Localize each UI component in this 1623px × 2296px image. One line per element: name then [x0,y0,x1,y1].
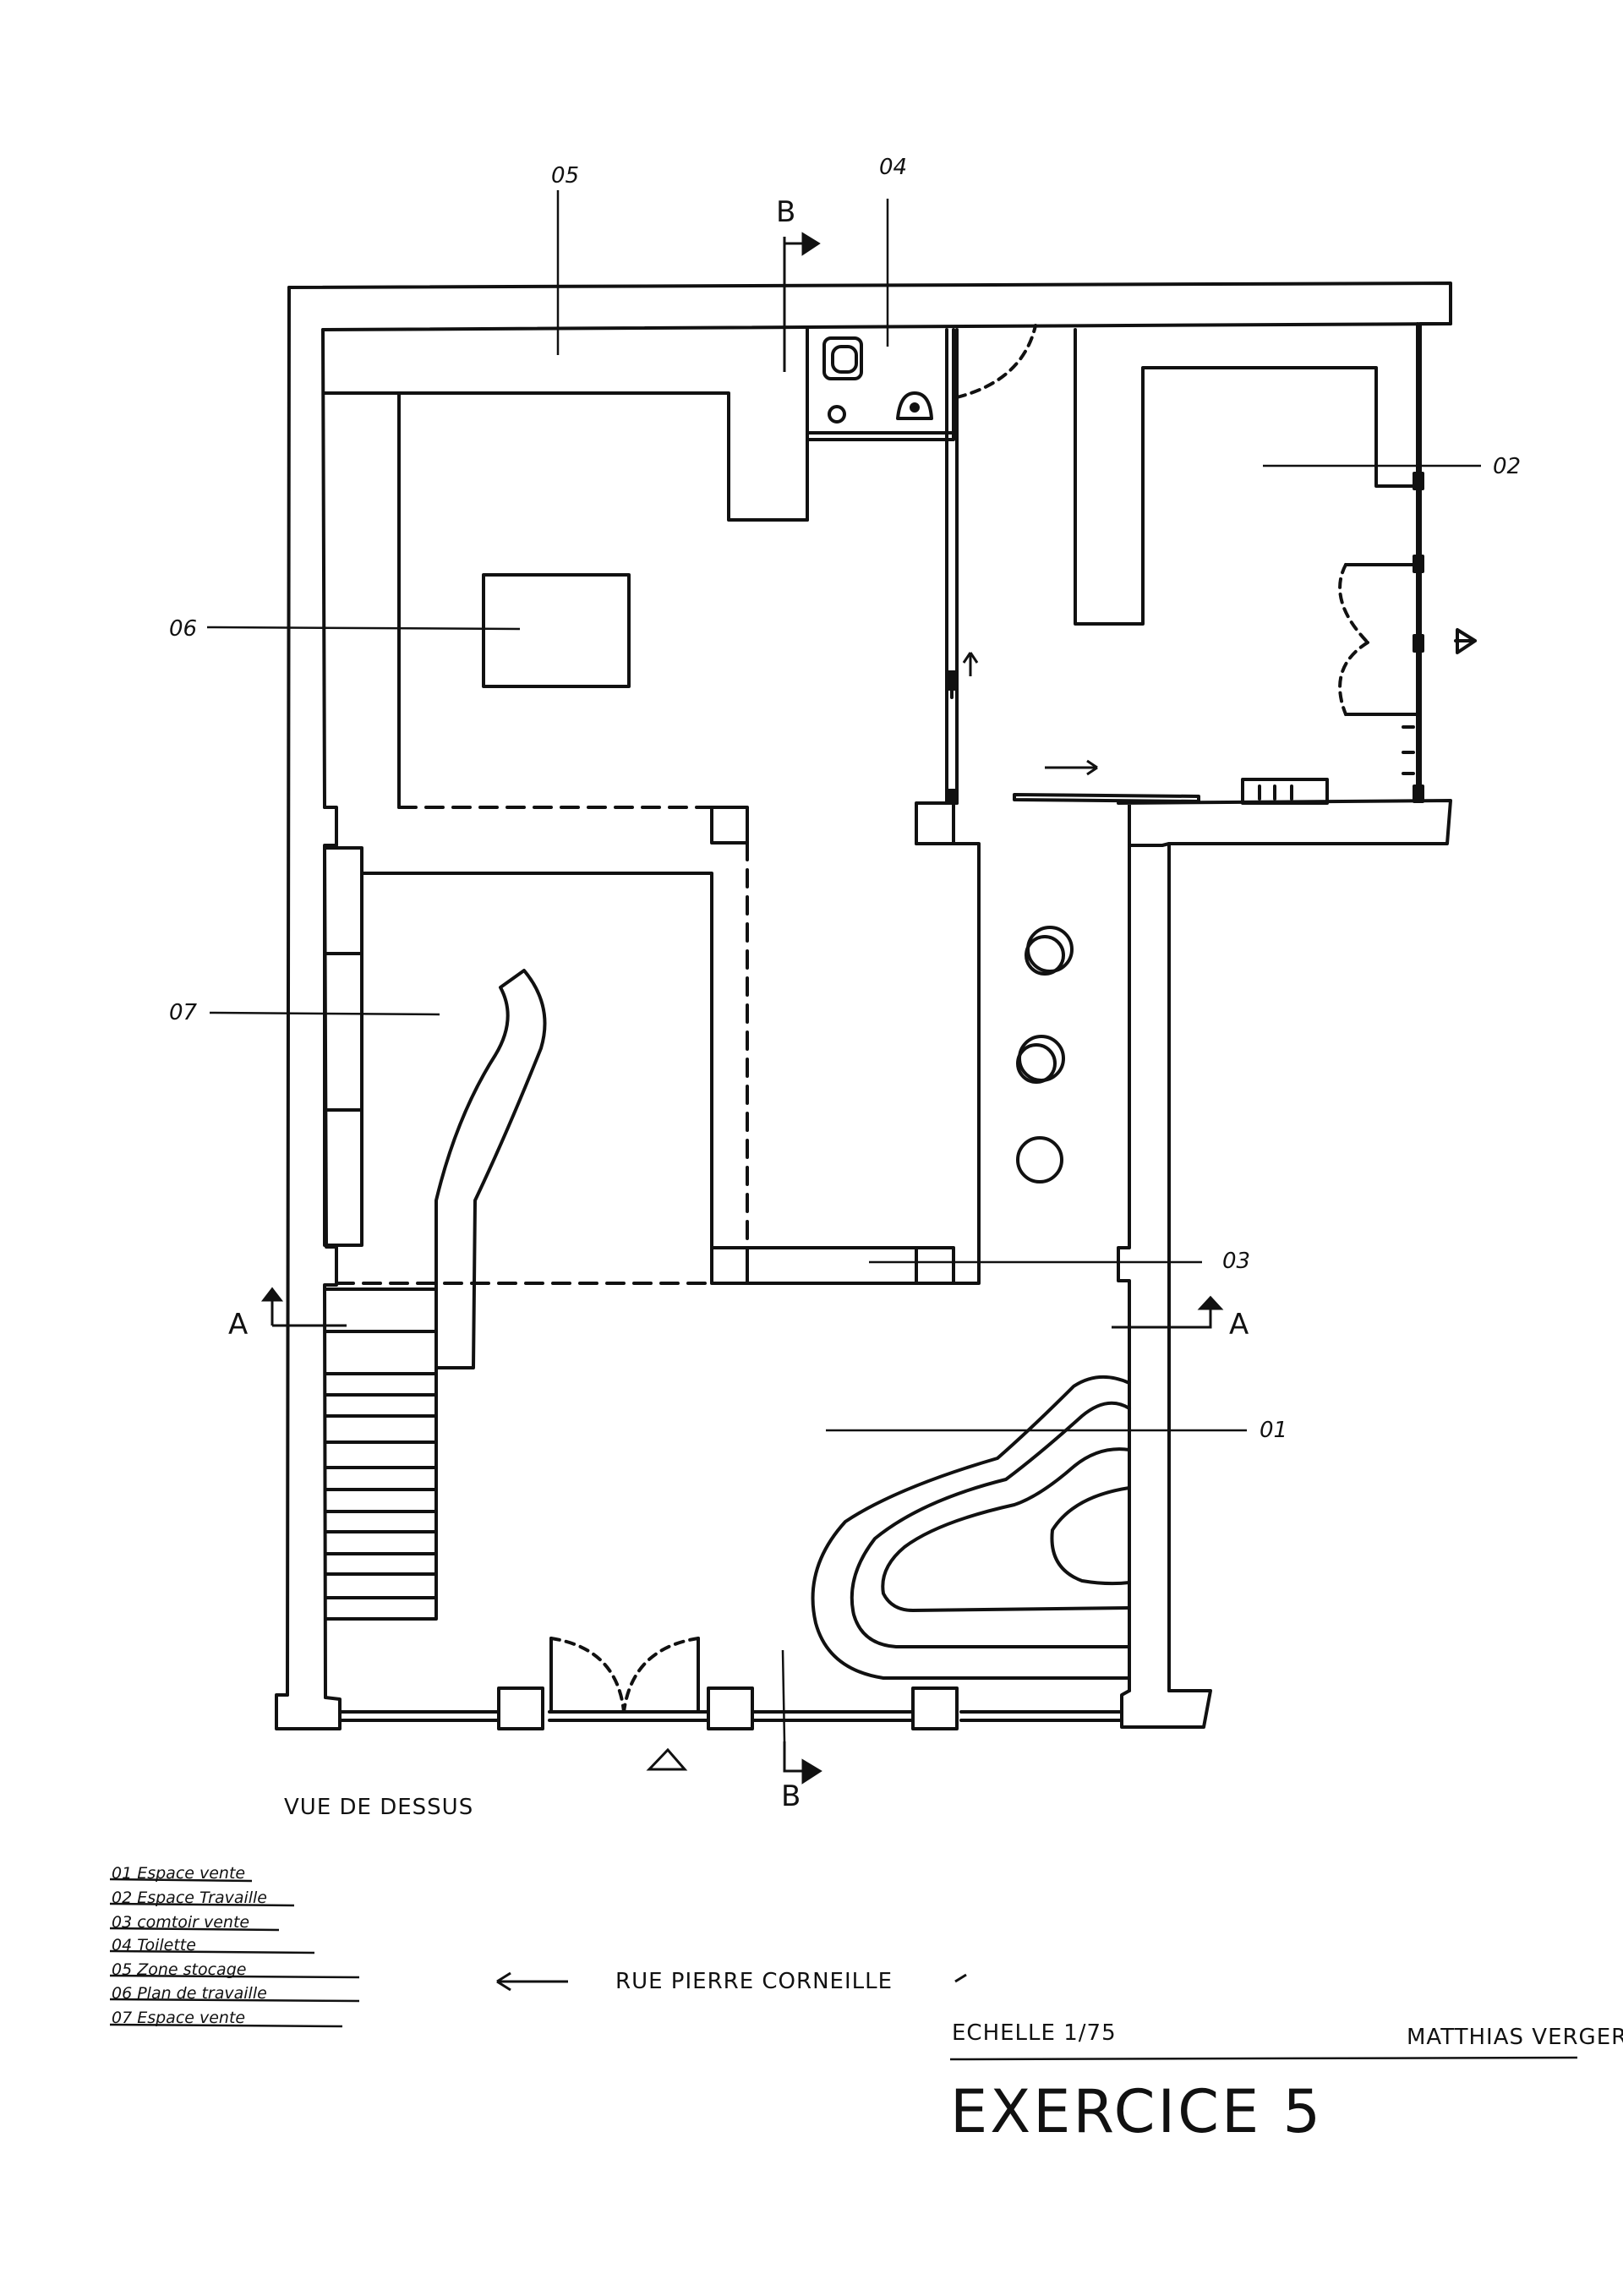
callout-04: 04 [879,155,907,180]
legend-item: 07 Espace vente [112,2009,245,2027]
callout-02: 02 [1493,454,1521,479]
section-b-bottom-label: B [781,1779,801,1813]
legend-item: 05 Zone stocage [112,1960,246,1979]
sales-counter [811,1375,1131,1680]
author-label: MATTHIAS VERGER [1407,2025,1623,2050]
callout-03: 03 [1222,1249,1250,1274]
callout-01: 01 [1260,1418,1287,1443]
section-a-left-label: A [228,1308,248,1342]
view-label: VUE DE DESSUS [284,1795,473,1820]
title-block [109,1878,1578,2061]
scale-label: ECHELLE 1/75 [952,2020,1117,2046]
toilet-room [806,324,1037,805]
section-a-right-label: A [1229,1308,1249,1342]
left-retail [323,846,547,1621]
section-markers [260,232,1224,1992]
section-b-top-label: B [776,195,795,229]
outer-walls [275,282,1452,1730]
drawing-title: EXERCICE 5 [950,2077,1323,2146]
labels: 05 04 06 07 02 03 01 B B A A VUE DE DESS… [112,155,1623,2146]
legend-item: 02 Espace Travaille [112,1889,267,1907]
storage-zone [323,328,809,809]
street-label: RUE PIERRE CORNEILLE [615,1969,893,1994]
legend-item: 01 Espace vente [112,1864,245,1883]
callout-07: 07 [169,1000,198,1025]
legend-item: 04 Toilette [112,1936,196,1954]
callout-06: 06 [169,616,197,642]
callout-leaders [206,190,1481,1742]
legend-item: 06 Plan de travaille [112,1984,267,2003]
worktable [482,573,631,688]
workspace [1013,328,1477,805]
legend-item: 03 comtoir vente [112,1913,249,1932]
central-partitions [335,670,1074,1285]
callout-05: 05 [551,163,579,189]
